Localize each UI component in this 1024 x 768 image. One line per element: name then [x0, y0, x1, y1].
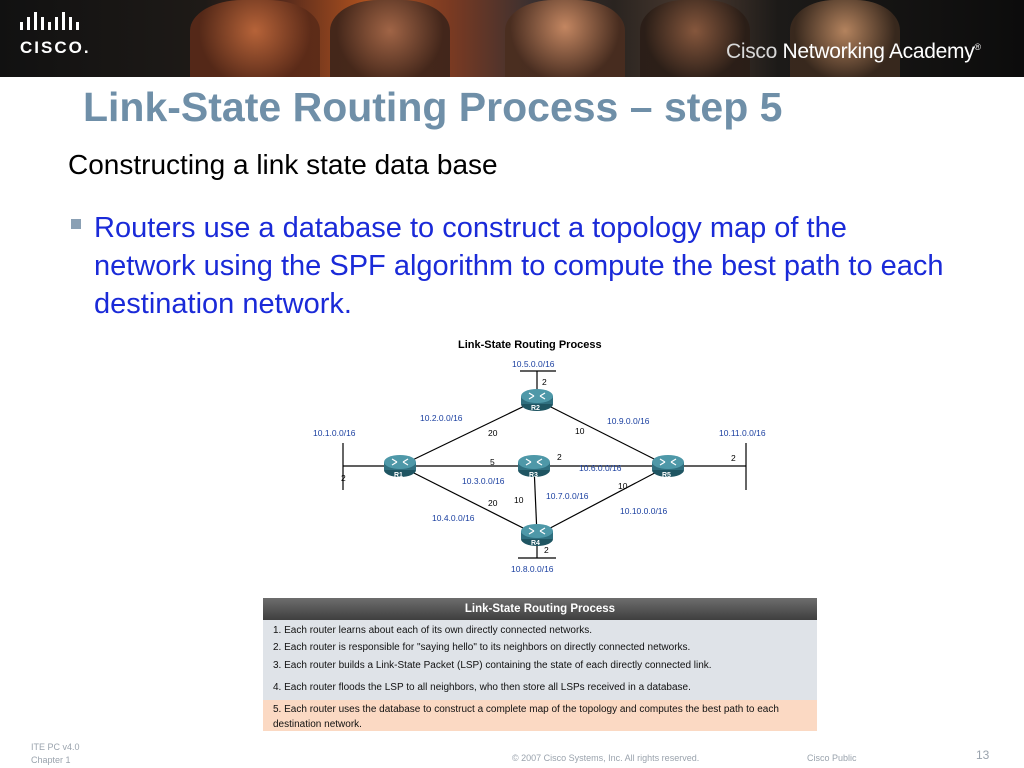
- page-number: 13: [976, 748, 990, 762]
- router-r3-label: R3: [529, 472, 538, 479]
- router-r4-label: R4: [531, 540, 540, 547]
- network-label: 10.4.0.0/16: [432, 513, 475, 523]
- header-banner: CISCO. Cisco Networking Academy®: [0, 0, 1024, 77]
- footer-copyright: © 2007 Cisco Systems, Inc. All rights re…: [512, 753, 700, 763]
- router-r1: R1: [383, 454, 417, 479]
- step-item: 4. Each router floods the LSP to all nei…: [273, 682, 691, 693]
- link-r3-r4: [533, 465, 538, 536]
- network-label: 10.7.0.0/16: [546, 491, 589, 501]
- network-label: 10.3.0.0/16: [462, 476, 505, 486]
- link-cost: 2: [557, 452, 562, 462]
- link-cost: 2: [731, 453, 736, 463]
- step-item: 3. Each router builds a Link-State Packe…: [273, 660, 712, 671]
- banner-photo: [330, 0, 450, 77]
- academy-brand-name: Networking Academy: [777, 40, 975, 63]
- footer-classification: Cisco Public: [807, 753, 857, 763]
- router-r2: R2: [520, 388, 554, 412]
- footer-course-info: ITE PC v4.0 Chapter 1: [31, 741, 80, 767]
- network-label: 10.2.0.0/16: [420, 413, 463, 423]
- footer-chapter: Chapter 1: [31, 755, 71, 765]
- academy-brand: Cisco Networking Academy®: [726, 40, 981, 64]
- step-item: 2. Each router is responsible for "sayin…: [273, 642, 691, 653]
- slide-title: Link-State Routing Process – step 5: [83, 84, 783, 130]
- network-label: 10.10.0.0/16: [620, 506, 668, 516]
- steps-panel-title: Link-State Routing Process: [263, 598, 817, 620]
- link-cost: 10: [514, 495, 524, 505]
- link-cost: 20: [488, 498, 498, 508]
- link-cost: 20: [488, 428, 498, 438]
- link-cost: 5: [490, 457, 495, 467]
- network-label: 10.11.0.0/16: [719, 428, 766, 438]
- academy-brand-prefix: Cisco: [726, 40, 778, 63]
- link-r2-r5: [536, 399, 669, 467]
- banner-photo: [505, 0, 625, 77]
- network-label: 10.6.0.0/16: [579, 463, 622, 473]
- link-cost: 10: [575, 426, 585, 436]
- cisco-logo-icon: [20, 12, 79, 30]
- link-r1-r4: [399, 465, 538, 536]
- network-label: 10.1.0.0/16: [313, 428, 356, 438]
- banner-photo: [790, 0, 900, 77]
- bullet-text: Routers use a database to construct a to…: [94, 212, 944, 320]
- link-r1-r2: [399, 399, 538, 467]
- router-r3: R3: [517, 454, 551, 479]
- banner-photo: [190, 0, 320, 77]
- step-item: 1. Each router learns about each of its …: [273, 625, 593, 636]
- network-label: 10.5.0.0/16: [512, 359, 555, 369]
- banner-photo: [640, 0, 750, 77]
- diagram-title: Link-State Routing Process: [458, 339, 602, 351]
- step-item-highlighted: 5. Each router uses the database to cons…: [263, 700, 817, 731]
- network-label: 10.9.0.0/16: [607, 416, 650, 426]
- footer-course: ITE PC v4.0: [31, 742, 80, 752]
- router-r5-label: R5: [662, 472, 671, 479]
- router-r2-label: R2: [531, 405, 540, 412]
- cisco-wordmark: CISCO.: [20, 38, 91, 57]
- link-r4-r5: [536, 465, 669, 536]
- link-cost: 2: [544, 545, 549, 555]
- network-label: 10.8.0.0/16: [511, 564, 554, 574]
- link-cost: 2: [341, 473, 346, 483]
- link-cost: 10: [618, 481, 628, 491]
- topology-diagram: Link-State Routing Process R2 R1 R3 R5 R…: [313, 339, 766, 574]
- slide-subtitle: Constructing a link state data base: [68, 149, 498, 180]
- router-r5: R5: [651, 454, 685, 479]
- registered-mark: ®: [974, 42, 981, 52]
- router-r1-label: R1: [394, 472, 403, 479]
- link-cost: 2: [542, 377, 547, 387]
- bullet-marker: [71, 219, 81, 229]
- steps-panel: Link-State Routing Process 1. Each route…: [263, 598, 817, 731]
- router-r4: R4: [520, 523, 554, 547]
